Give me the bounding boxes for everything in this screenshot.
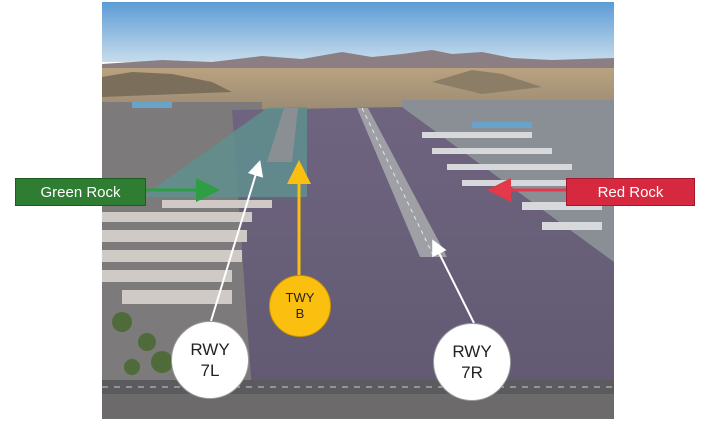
twy-line2: B [295, 306, 305, 321]
red-rock-text: Red Rock [597, 183, 664, 201]
rwy-7r-line2: 7R [461, 363, 483, 382]
twy-line1: TWY [285, 290, 315, 305]
rwy-7l-line1: RWY [190, 340, 230, 359]
green-rock-label: Green Rock [15, 178, 146, 206]
green-rock-text: Green Rock [40, 183, 121, 201]
runway-7r-marker: RWY 7R [433, 323, 511, 401]
runway-7l-marker: RWY 7L [171, 321, 249, 399]
rwy-7r-line1: RWY [452, 342, 492, 361]
rwy-7l-line2: 7L [200, 361, 220, 380]
red-rock-label: Red Rock [566, 178, 695, 206]
taxiway-b-marker: TWY B [269, 275, 331, 337]
